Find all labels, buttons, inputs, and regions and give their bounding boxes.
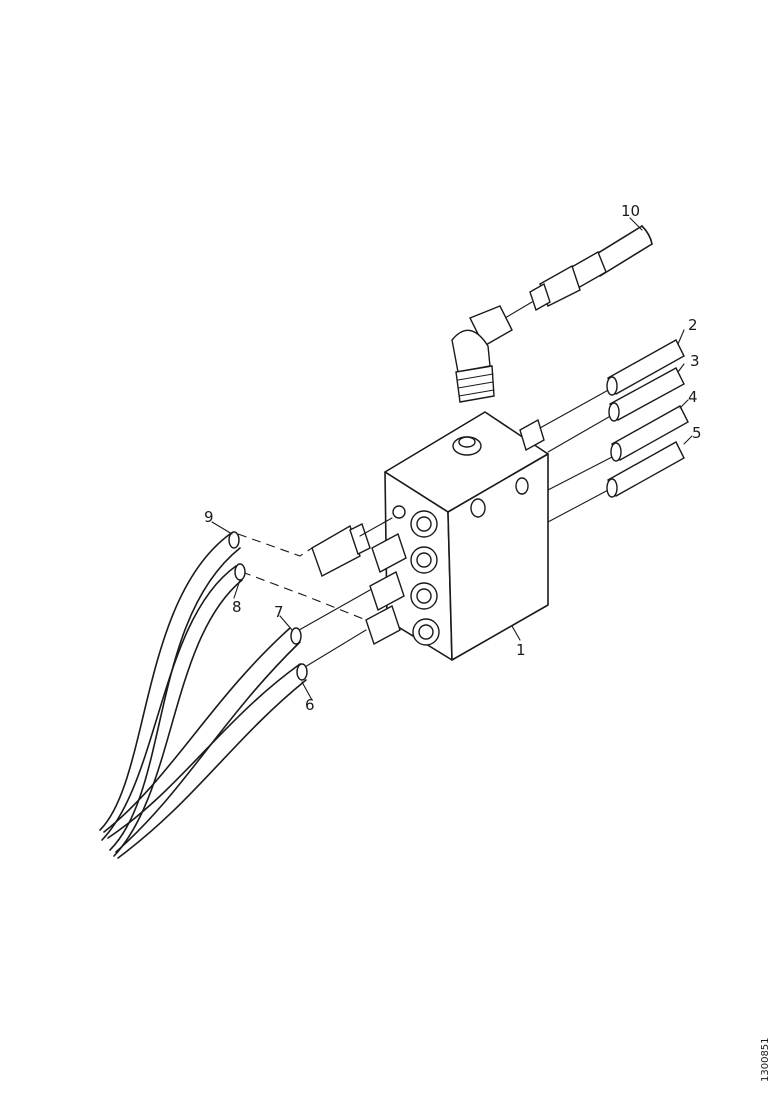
callout-8: 8 (232, 598, 242, 616)
callout-1: 1 (516, 641, 526, 659)
callout-6: 6 (305, 696, 315, 714)
callout-7: 7 (274, 603, 284, 621)
callout-10: 10 (621, 202, 640, 220)
drawing-code: 1300851 (760, 1037, 771, 1082)
leader-lines (211, 217, 693, 701)
front-fittings (311, 517, 407, 646)
callout-5: 5 (692, 424, 702, 442)
right-hoses (539, 339, 689, 523)
top-hose-assembly (504, 225, 653, 319)
callout-9: 9 (204, 508, 214, 526)
left-hoses (99, 531, 371, 859)
callout-labels: 10 2 3 4 5 9 8 7 6 1 (204, 202, 702, 714)
callout-2: 2 (688, 316, 698, 334)
valve-block (384, 411, 549, 661)
callout-4: 4 (688, 388, 698, 406)
elbow-fitting (451, 305, 513, 403)
callout-3: 3 (690, 352, 700, 370)
